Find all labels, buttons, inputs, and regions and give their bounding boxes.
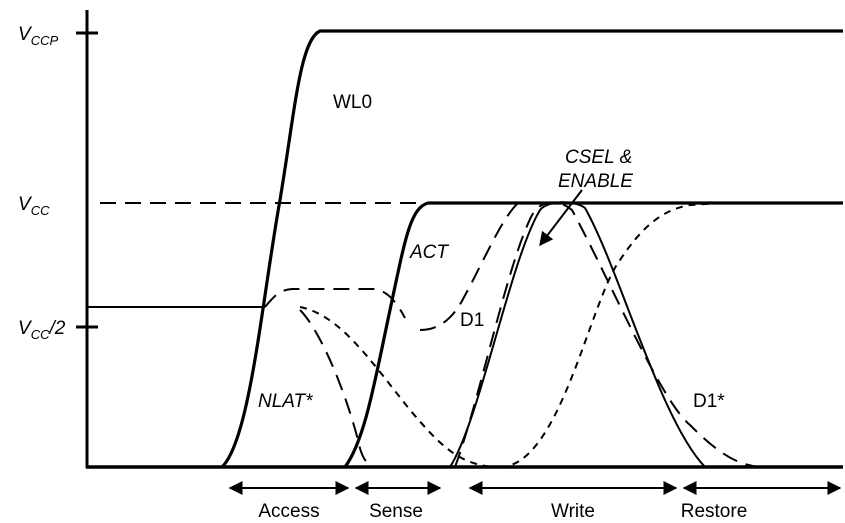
csel-waveform [449,201,843,468]
write-digit-waveform [454,201,761,468]
d1-waveform [419,202,519,331]
label-wl0: WL0 [333,92,372,113]
label-d1-star: D1* [693,391,725,412]
phase-access-label: Access [258,501,319,522]
csel-pointer-arrow [539,189,583,247]
label-vccp: VCCP [18,24,58,48]
label-vcc-half: VCC/2 [18,318,66,342]
nlat-waveform [299,309,379,468]
label-csel-1: CSEL & [565,147,632,168]
digit-bump-waveform [264,288,406,319]
d1-star-waveform [299,306,501,468]
label-act: ACT [409,242,449,263]
phase-sense-label: Sense [369,501,423,522]
label-csel-2: ENABLE [558,171,633,192]
label-vcc: VCC [18,194,50,218]
label-d1: D1 [460,310,484,331]
act-waveform [343,201,843,468]
phase-write-label: Write [551,501,595,522]
label-nlat: NLAT* [258,391,313,412]
phase-restore-label: Restore [681,501,748,522]
wl0-waveform [220,29,843,469]
d1-restore-waveform [499,202,721,468]
